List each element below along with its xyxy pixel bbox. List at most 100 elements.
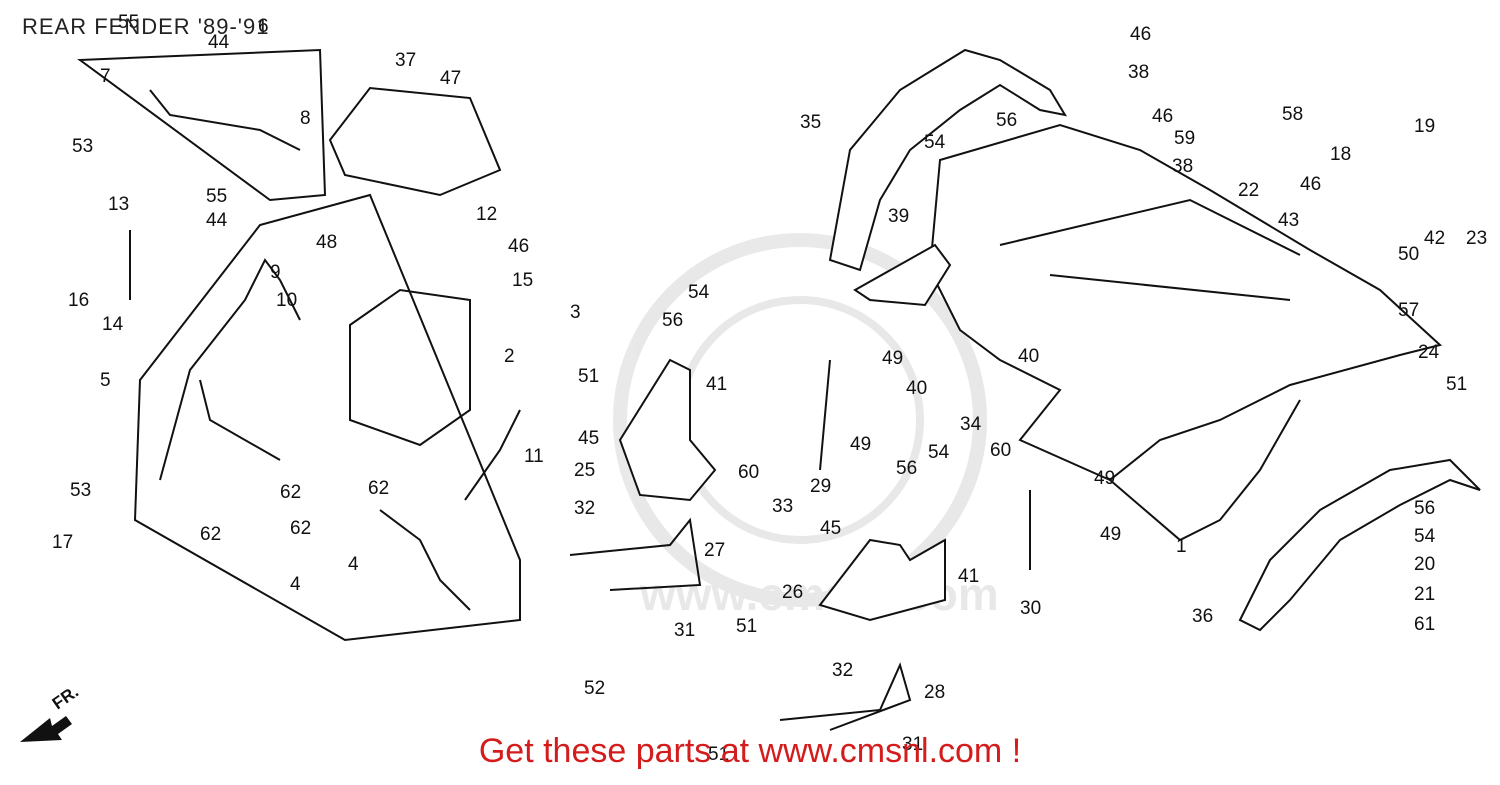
part-number-callout: 56 bbox=[662, 310, 683, 331]
part-number-callout: 34 bbox=[960, 414, 982, 435]
part-number-callout: 47 bbox=[440, 68, 461, 89]
part-number-callout: 15 bbox=[512, 270, 533, 291]
part-number-callout: 32 bbox=[574, 498, 595, 519]
part-number-callout: 2 bbox=[504, 346, 515, 367]
part-number-callout: 11 bbox=[524, 446, 544, 467]
part-number-callout: 8 bbox=[300, 108, 311, 129]
part-number-callout: 54 bbox=[688, 282, 710, 303]
part-number-callout: 50 bbox=[1398, 244, 1419, 265]
part-number-callout: 24 bbox=[1418, 342, 1440, 363]
part-number-callout: 31 bbox=[902, 734, 923, 755]
part-number-callout: 40 bbox=[906, 378, 927, 399]
part-number-callout: 49 bbox=[1100, 524, 1121, 545]
part-number-callout: 46 bbox=[1130, 24, 1151, 45]
rear-fender-body bbox=[928, 123, 1443, 542]
part-number-callout: 22 bbox=[1238, 180, 1259, 201]
part-number-callout: 54 bbox=[1414, 526, 1436, 547]
part-number-callout: 29 bbox=[810, 476, 831, 497]
part-number-callout: 23 bbox=[1466, 228, 1487, 249]
part-number-callout: 58 bbox=[1282, 104, 1303, 125]
direction-arrow bbox=[20, 716, 72, 742]
part-number-callout: 61 bbox=[1414, 614, 1435, 635]
part-number-callout: 33 bbox=[772, 496, 793, 517]
part-number-callout: 52 bbox=[584, 678, 605, 699]
part-number-callout: 49 bbox=[882, 348, 903, 369]
part-number-callout: 46 bbox=[1152, 106, 1173, 127]
part-number-callout: 44 bbox=[206, 210, 228, 231]
part-number-callout: 53 bbox=[70, 480, 91, 501]
part-number-callout: 14 bbox=[102, 314, 124, 335]
part-number-callout: 51 bbox=[708, 744, 729, 765]
battery-box bbox=[77, 48, 521, 642]
part-number-callout: 36 bbox=[1192, 606, 1213, 627]
part-number-callout: 46 bbox=[508, 236, 529, 257]
part-number-callout: 30 bbox=[1020, 598, 1041, 619]
left-mudguard bbox=[828, 48, 1068, 272]
part-number-callout: 41 bbox=[958, 566, 979, 587]
part-number-callout: 39 bbox=[888, 206, 909, 227]
part-number-callout: 13 bbox=[108, 194, 129, 215]
part-number-callout: 40 bbox=[1018, 346, 1039, 367]
part-number-callout: 1 bbox=[1176, 536, 1187, 557]
part-number-callout: 46 bbox=[1300, 174, 1321, 195]
part-number-callout: 28 bbox=[924, 682, 945, 703]
part-number-callout: 53 bbox=[72, 136, 93, 157]
part-number-callout: 20 bbox=[1414, 554, 1435, 575]
part-number-callout: 45 bbox=[578, 428, 599, 449]
part-number-callout: 56 bbox=[996, 110, 1017, 131]
part-number-callout: 49 bbox=[1094, 468, 1115, 489]
parts-link-footer[interactable]: Get these parts at www.cmsnl.com ! bbox=[478, 732, 1022, 770]
part-number-callout: 54 bbox=[928, 442, 950, 463]
part-number-callout: 51 bbox=[1446, 374, 1467, 395]
part-number-callout: 26 bbox=[782, 582, 803, 603]
part-number-callout: 3 bbox=[570, 302, 581, 323]
part-number-callout: 4 bbox=[290, 574, 301, 595]
part-number-callout: 42 bbox=[1424, 228, 1445, 249]
part-number-callout: 21 bbox=[1414, 584, 1435, 605]
part-number-callout: 55 bbox=[206, 186, 227, 207]
part-number-callout: 44 bbox=[208, 32, 230, 53]
part-number-callout: 17 bbox=[52, 532, 73, 553]
part-number-callout: 16 bbox=[68, 290, 89, 311]
part-number-callout: 35 bbox=[800, 112, 821, 133]
diagram-title: REAR FENDER '89-'91 bbox=[22, 14, 270, 39]
part-number-callout: 25 bbox=[574, 460, 595, 481]
part-number-callout: 12 bbox=[476, 204, 497, 225]
part-number-callout: 27 bbox=[704, 540, 725, 561]
part-number-callout: 5 bbox=[100, 370, 111, 391]
part-number-callout: 37 bbox=[395, 50, 416, 71]
part-number-callout: 59 bbox=[1174, 128, 1195, 149]
part-number-callout: 19 bbox=[1414, 116, 1435, 137]
right-mudguard bbox=[1238, 458, 1481, 632]
part-number-callout: 7 bbox=[100, 66, 111, 87]
part-number-callout: 10 bbox=[276, 290, 297, 311]
part-number-callout: 6 bbox=[258, 16, 269, 37]
part-number-callout: 41 bbox=[706, 374, 727, 395]
part-number-callout: 60 bbox=[738, 462, 759, 483]
brackets-and-stays bbox=[569, 243, 952, 731]
part-number-callout: 56 bbox=[1414, 498, 1435, 519]
part-number-callout: 45 bbox=[820, 518, 841, 539]
part-number-callout: 51 bbox=[736, 616, 757, 637]
part-number-callout: 48 bbox=[316, 232, 337, 253]
part-number-callout: 54 bbox=[924, 132, 946, 153]
part-number-callout: 60 bbox=[990, 440, 1011, 461]
wiring-harness bbox=[129, 89, 1031, 611]
part-number-callout: 18 bbox=[1330, 144, 1351, 165]
part-number-callout: 55 bbox=[118, 12, 139, 33]
part-number-callout: 62 bbox=[200, 524, 221, 545]
part-number-callout: 31 bbox=[674, 620, 695, 641]
part-number-callout: 32 bbox=[832, 660, 853, 681]
part-number-callout: 38 bbox=[1128, 62, 1149, 83]
part-number-callout: 38 bbox=[1172, 156, 1193, 177]
part-number-callout: 62 bbox=[290, 518, 311, 539]
part-number-callout: 56 bbox=[896, 458, 917, 479]
part-number-callout: 57 bbox=[1398, 300, 1419, 321]
part-number-callout: 4 bbox=[348, 554, 359, 575]
part-number-callout: 62 bbox=[280, 482, 301, 503]
part-number-callout: 9 bbox=[270, 262, 281, 283]
part-number-callout: 49 bbox=[850, 434, 871, 455]
